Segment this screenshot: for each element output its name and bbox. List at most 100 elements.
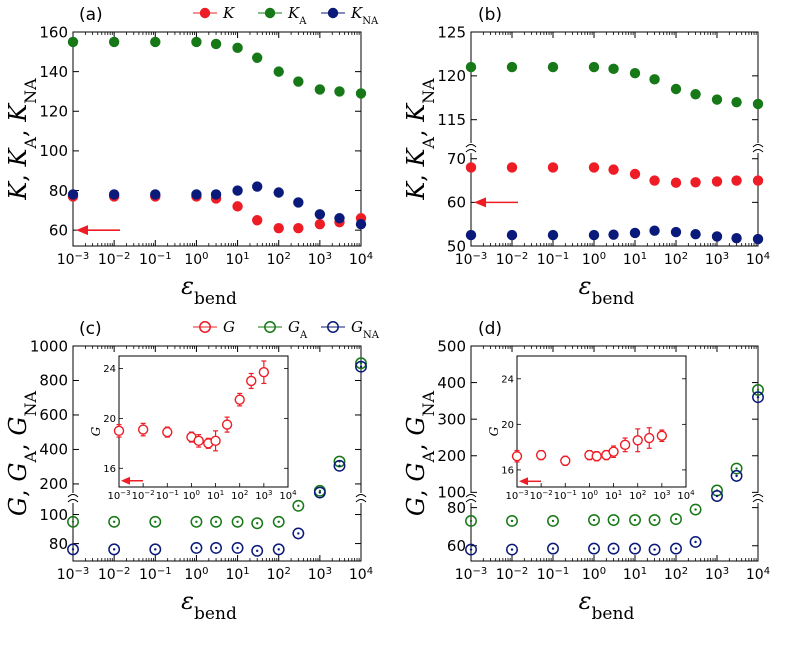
- y-tick-label: 60: [49, 221, 68, 239]
- data-point: [327, 7, 339, 19]
- data-point: [588, 61, 600, 73]
- axis-break-mark: [752, 144, 764, 148]
- legend-label: KA: [287, 4, 307, 27]
- data-point-center: [592, 518, 596, 522]
- data-point: [670, 542, 682, 555]
- inset-y-axis-title: G: [89, 426, 103, 436]
- data-point: [293, 76, 304, 87]
- inset-y-tick-label: 16: [103, 464, 116, 475]
- data-point: [191, 36, 202, 48]
- x-tick-label: 10−1: [139, 251, 172, 269]
- data-point: [252, 52, 263, 63]
- y-axis-title: K, KA, KNA: [4, 78, 40, 201]
- data-point: [649, 74, 660, 85]
- x-tick-label: 10−1: [537, 251, 570, 269]
- y-tick-label: 80: [49, 535, 68, 553]
- data-point: [689, 535, 702, 548]
- data-point: [690, 177, 701, 188]
- data-point: [547, 162, 559, 173]
- legend-swatch: [264, 321, 276, 333]
- y-tick-label: 60: [447, 537, 466, 555]
- data-point: [670, 83, 682, 95]
- y-tick-label: 100: [437, 484, 466, 502]
- axis-break-mask: [356, 493, 366, 503]
- data-point-center: [277, 520, 280, 523]
- inset-data-point: [258, 367, 270, 378]
- axis-break-mask: [466, 493, 476, 503]
- data-point: [232, 185, 243, 196]
- data-point-center: [633, 518, 637, 522]
- data-point: [210, 541, 223, 554]
- data-point-center: [756, 388, 760, 392]
- x-tick-label: 10−3: [455, 566, 488, 584]
- panel-label: (d): [478, 319, 502, 339]
- data-point-center: [195, 546, 198, 550]
- data-point: [355, 88, 367, 99]
- y-tick-label: 1000: [30, 337, 68, 355]
- data-point: [314, 84, 326, 95]
- inset-data-point: [535, 449, 547, 461]
- data-point-center: [469, 548, 473, 551]
- data-point: [547, 542, 559, 555]
- data-point: [608, 164, 619, 175]
- x-tick-label: 10−2: [98, 251, 131, 269]
- x-tick-label: 103: [308, 566, 332, 584]
- inset-x-tick-label: 104: [677, 489, 695, 502]
- data-point-center: [112, 548, 116, 551]
- inset-data-point: [193, 435, 204, 447]
- y-tick-label: 125: [437, 23, 466, 41]
- inset-data-point: [560, 455, 571, 466]
- data-point: [150, 189, 161, 200]
- data-point: [730, 462, 743, 475]
- data-point: [191, 189, 202, 200]
- data-point: [231, 541, 244, 554]
- inset-data-point: [656, 430, 668, 441]
- data-point: [506, 229, 518, 241]
- data-point: [608, 63, 619, 75]
- data-point-center: [653, 518, 656, 522]
- data-point: [67, 515, 79, 528]
- data-point: [108, 36, 120, 48]
- data-point: [690, 229, 701, 240]
- data-point: [108, 543, 121, 556]
- plot-frame: [470, 31, 759, 247]
- y-tick-label: 115: [437, 111, 466, 129]
- data-point-center: [653, 548, 656, 551]
- y-axis-title: K, KA, KNA: [402, 78, 438, 201]
- data-point-center: [256, 522, 259, 525]
- data-point: [629, 227, 641, 239]
- inset-x-tick-label: 100: [581, 489, 598, 502]
- data-point: [232, 42, 243, 54]
- data-point: [210, 38, 222, 50]
- data-point: [648, 514, 661, 526]
- data-point: [670, 513, 682, 526]
- inset-x-tick-label: 10−2: [530, 489, 553, 502]
- data-point-center: [318, 491, 322, 494]
- inset-x-tick-label: 101: [605, 489, 622, 502]
- data-point-center: [112, 520, 116, 523]
- reference-arrow-head: [474, 197, 486, 208]
- x-tick-label: 10−3: [455, 251, 488, 269]
- data-point: [547, 61, 559, 73]
- data-point: [588, 514, 600, 526]
- inset-x-tick-label: 10−2: [132, 489, 155, 502]
- data-point-center: [154, 520, 157, 523]
- data-point: [752, 391, 764, 404]
- data-point: [232, 201, 243, 212]
- legend-label: G: [223, 318, 235, 336]
- data-point-center: [735, 474, 738, 478]
- data-point: [210, 189, 222, 200]
- data-point: [711, 94, 723, 105]
- data-point: [752, 233, 764, 245]
- axis-break-mark: [752, 499, 764, 503]
- y-tick-label: 120: [39, 103, 68, 121]
- x-tick-label: 101: [623, 251, 647, 269]
- axis-break-mark: [465, 499, 477, 503]
- data-point-center: [297, 532, 300, 535]
- axis-break-mark: [465, 494, 477, 498]
- inset-x-tick-label: 102: [629, 489, 646, 502]
